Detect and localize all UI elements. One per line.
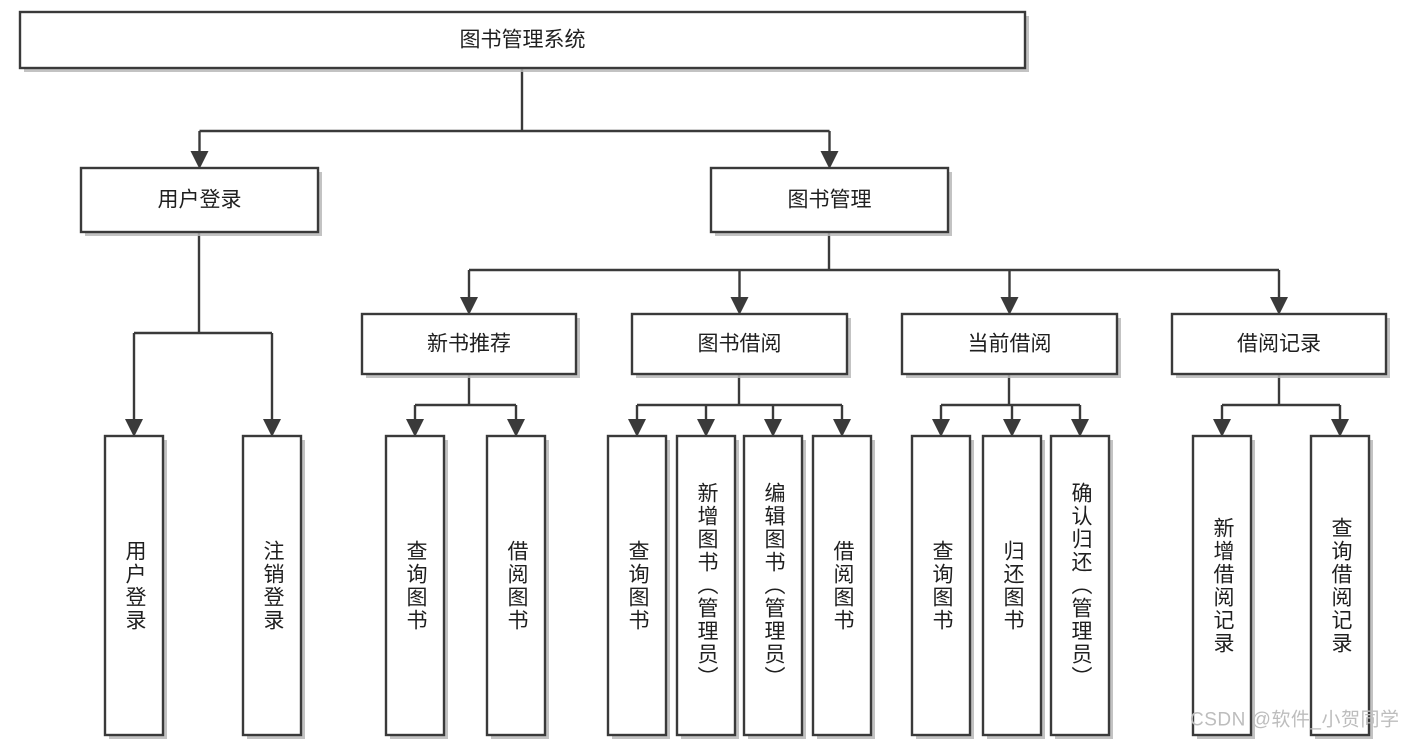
node-box-leaf-records-1[interactable]	[1191, 434, 1253, 737]
node-box-leaf-records-2[interactable]	[1309, 434, 1371, 737]
arrow-head-leaf-borrow-4	[833, 419, 851, 437]
node-box-leaf-borrow-3[interactable]	[742, 434, 804, 737]
arrow-head-leaf-borrow-3	[764, 419, 782, 437]
node-label-records: 借阅记录	[1237, 333, 1321, 356]
node-box-bookmgmt[interactable]	[709, 166, 950, 234]
arrow-head-leaf-current-1	[932, 419, 950, 437]
node-box-records[interactable]	[1170, 312, 1388, 376]
node-box-borrow[interactable]	[630, 312, 849, 376]
node-box-leaf-current-3[interactable]	[1049, 434, 1111, 737]
node-box-root[interactable]	[18, 10, 1027, 70]
arrow-head-leaf-current-2	[1003, 419, 1021, 437]
arrow-head-leaf-login-1	[125, 419, 143, 437]
node-box-leaf-current-2[interactable]	[981, 434, 1043, 737]
node-label-borrow: 图书借阅	[698, 333, 782, 356]
arrow-head-leaf-new-1	[406, 419, 424, 437]
node-box-leaf-new-1[interactable]	[384, 434, 446, 737]
node-box-newbook[interactable]	[360, 312, 578, 376]
watermark-text: CSDN @软件_小贺同学	[1190, 709, 1400, 731]
node-box-leaf-login-2[interactable]	[241, 434, 303, 737]
arrow-head-leaf-borrow-1	[628, 419, 646, 437]
arrow-head-newbook	[460, 297, 478, 315]
arrow-head-leaf-borrow-2	[697, 419, 715, 437]
node-label-root: 图书管理系统	[460, 29, 586, 52]
node-label-bookmgmt: 图书管理	[788, 189, 872, 212]
boxes-layer	[18, 10, 1390, 739]
node-box-leaf-current-1[interactable]	[910, 434, 972, 737]
arrow-head-bookmgmt	[820, 151, 839, 169]
node-box-leaf-borrow-1[interactable]	[606, 434, 668, 737]
node-box-login[interactable]	[79, 166, 320, 234]
arrow-head-leaf-current-3	[1071, 419, 1089, 437]
arrow-head-leaf-records-2	[1331, 419, 1349, 437]
node-box-leaf-borrow-4[interactable]	[811, 434, 873, 737]
arrow-head-current	[1000, 297, 1019, 315]
node-box-leaf-borrow-2[interactable]	[675, 434, 737, 737]
arrow-head-login	[190, 151, 209, 169]
arrow-head-borrow	[730, 297, 749, 315]
node-label-current: 当前借阅	[968, 333, 1052, 356]
arrow-head-leaf-new-2	[507, 419, 525, 437]
node-box-leaf-login-1[interactable]	[103, 434, 165, 737]
node-box-current[interactable]	[900, 312, 1119, 376]
arrow-head-leaf-login-2	[263, 419, 281, 437]
node-label-login: 用户登录	[158, 189, 242, 212]
arrow-head-records	[1270, 297, 1288, 315]
arrow-head-leaf-records-1	[1213, 419, 1231, 437]
node-box-leaf-new-2[interactable]	[485, 434, 547, 737]
connectors-layer	[125, 68, 1349, 437]
node-label-newbook: 新书推荐	[427, 333, 511, 356]
